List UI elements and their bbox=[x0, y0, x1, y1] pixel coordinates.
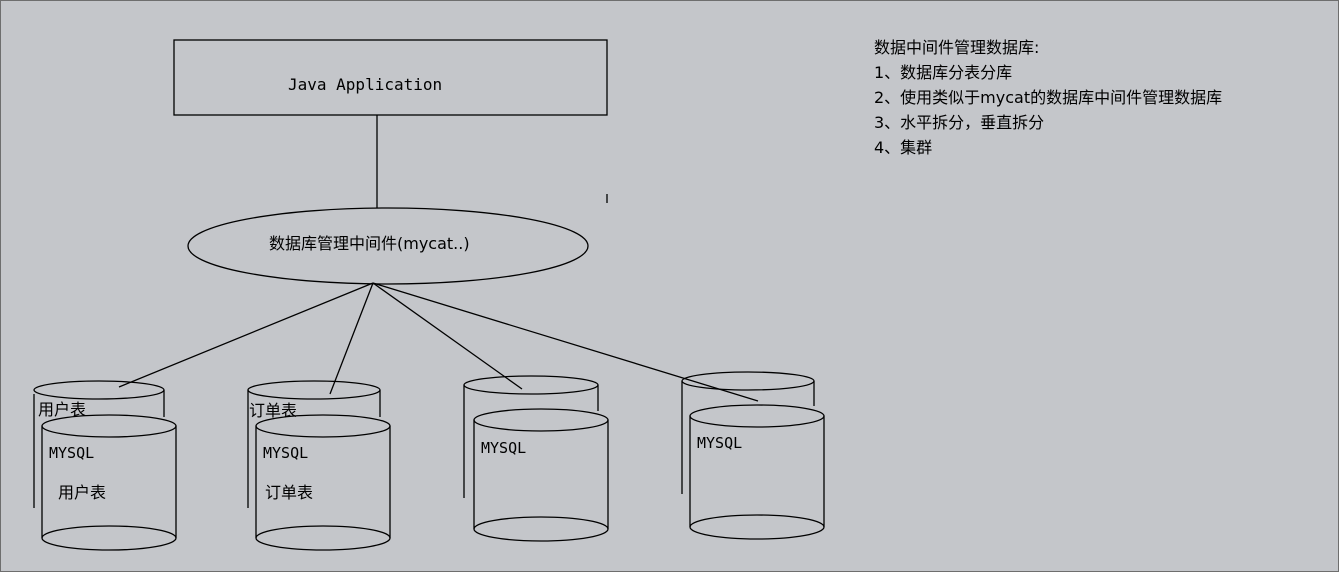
fan-out-connectors bbox=[118, 282, 759, 402]
notes-item-2: 2、使用类似于mycat的数据库中间件管理数据库 bbox=[874, 88, 1223, 107]
db1-back-label: 用户表 bbox=[38, 400, 87, 419]
db1-table-label: 用户表 bbox=[58, 483, 107, 502]
database-3 bbox=[463, 375, 609, 542]
db1-engine-label: MYSQL bbox=[49, 444, 95, 462]
db2-engine-label: MYSQL bbox=[263, 444, 309, 462]
java-application-box bbox=[173, 39, 608, 116]
java-application-label: Java Application bbox=[288, 75, 443, 94]
notes-item-1: 1、数据库分表分库 bbox=[874, 63, 1013, 82]
notes-item-3: 3、水平拆分，垂直拆分 bbox=[874, 113, 1045, 132]
database-2 bbox=[247, 380, 391, 551]
notes-panel: 数据中间件管理数据库: 1、数据库分表分库 2、使用类似于mycat的数据库中间… bbox=[874, 35, 1222, 160]
database-4 bbox=[681, 371, 825, 540]
database-1 bbox=[33, 380, 177, 551]
db3-engine-label: MYSQL bbox=[481, 439, 527, 457]
notes-title: 数据中间件管理数据库: bbox=[874, 38, 1040, 57]
middleware-label: 数据库管理中间件(mycat..) bbox=[269, 234, 470, 253]
db4-engine-label: MYSQL bbox=[697, 434, 743, 452]
notes-item-4: 4、集群 bbox=[874, 138, 933, 157]
db2-back-label: 订单表 bbox=[249, 401, 298, 420]
middleware-ellipse bbox=[187, 207, 589, 285]
db2-table-label: 订单表 bbox=[265, 483, 314, 502]
